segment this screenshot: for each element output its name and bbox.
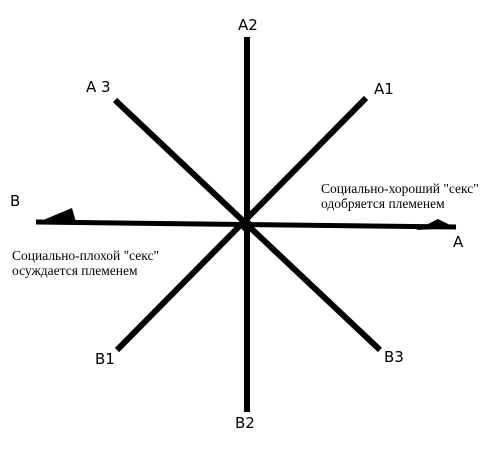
description-good: Социально-хороший "секс" одобряется плем… bbox=[321, 181, 479, 211]
description-bad-line1: Социально-плохой "секс" bbox=[12, 248, 160, 263]
description-good-line2: одобряется племенем bbox=[321, 196, 445, 211]
label-b2: B2 bbox=[235, 414, 255, 432]
arrowhead-a bbox=[416, 219, 456, 230]
label-b: B bbox=[10, 192, 20, 210]
description-bad: Социально-плохой "секс" осуждается племе… bbox=[12, 248, 159, 278]
label-a3: A 3 bbox=[86, 78, 111, 96]
label-a1: A1 bbox=[374, 80, 394, 98]
center-point bbox=[241, 220, 253, 232]
label-a: A bbox=[453, 233, 464, 251]
label-a2: A2 bbox=[238, 16, 258, 34]
arrowhead-b bbox=[36, 208, 76, 223]
description-bad-line2: осуждается племенем bbox=[12, 263, 138, 278]
label-b3: B3 bbox=[384, 348, 404, 366]
label-b1: B1 bbox=[95, 350, 115, 368]
description-good-line1: Социально-хороший "секс" bbox=[321, 181, 479, 196]
